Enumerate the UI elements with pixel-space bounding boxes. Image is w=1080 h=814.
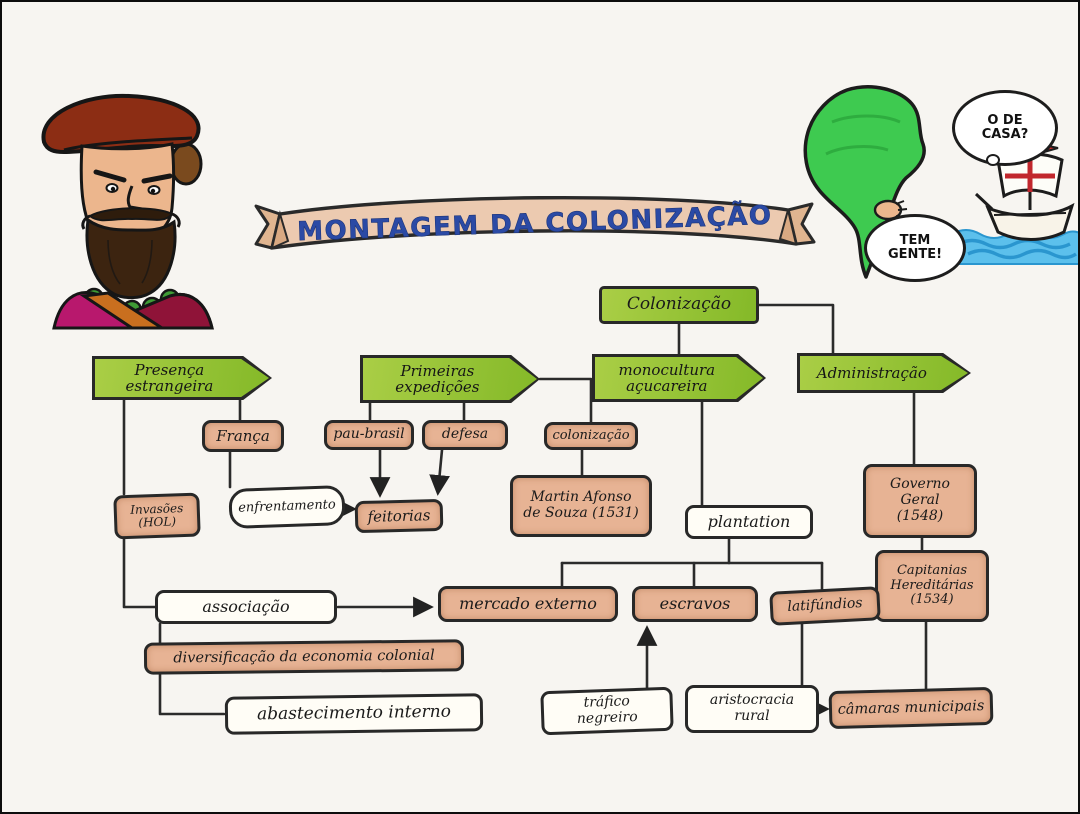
- hand-icon: [873, 199, 908, 221]
- banner-ribbon: MONTAGEM DA COLONIZAÇÃO: [254, 195, 816, 250]
- node-capitanias-hereditarias: Capitanias Hereditárias (1534): [875, 550, 989, 622]
- node-monocultura-acucareira-label: monocultura açucareira: [618, 360, 716, 395]
- node-presenca-estrangeira: Presença estrangeira: [92, 356, 272, 400]
- node-monocultura-acucareira: monocultura açucareira: [592, 354, 766, 402]
- node-camaras-municipais: câmaras municipais: [828, 686, 994, 730]
- node-latifundios: latifúndios: [769, 586, 881, 626]
- node-trafico-negreiro: tráfico negreiro: [540, 686, 674, 736]
- node-franca: França: [202, 420, 284, 452]
- node-primeiras-expedicoes: Primeiras expedições: [360, 355, 540, 403]
- node-presenca-estrangeira-label: Presença estrangeira: [125, 360, 214, 395]
- node-martin-afonso: Martin Afonso de Souza (1531): [510, 475, 652, 537]
- node-aristocracia-rural: aristocracia rural: [685, 685, 819, 733]
- speech-bubble-tail-dot: [986, 154, 1000, 166]
- node-enfrentamento: enfrentamento: [228, 484, 346, 530]
- colonizer-illustration: [41, 93, 214, 330]
- node-colonizacao-sub: colonização: [544, 422, 638, 450]
- node-primeiras-expedicoes-label: Primeiras expedições: [395, 361, 480, 396]
- node-escravos: escravos: [632, 586, 758, 622]
- speech-bubble-tem-gente: TEM GENTE!: [864, 214, 966, 282]
- node-defesa: defesa: [422, 420, 508, 450]
- node-invasoes-hol: Invasões (HOL): [113, 492, 201, 540]
- node-feitorias: feitorias: [354, 498, 444, 534]
- node-mercado-externo: mercado externo: [438, 586, 618, 622]
- node-administracao: Administração: [797, 353, 971, 393]
- node-abastecimento-interno: abastecimento interno: [224, 693, 484, 735]
- speech-bubble-o-de-casa: O DE CASA?: [952, 90, 1058, 166]
- node-colonizacao: Colonização: [599, 286, 759, 324]
- south-america-map: [803, 85, 1078, 279]
- node-plantation: plantation: [685, 505, 813, 539]
- node-administracao-label: Administração: [816, 363, 927, 382]
- node-governo-geral: Governo Geral (1548): [863, 464, 977, 538]
- node-associacao: associação: [155, 590, 337, 624]
- node-diversificacao: diversificação da economia colonial: [143, 639, 465, 675]
- node-pau-brasil: pau-brasil: [324, 420, 414, 450]
